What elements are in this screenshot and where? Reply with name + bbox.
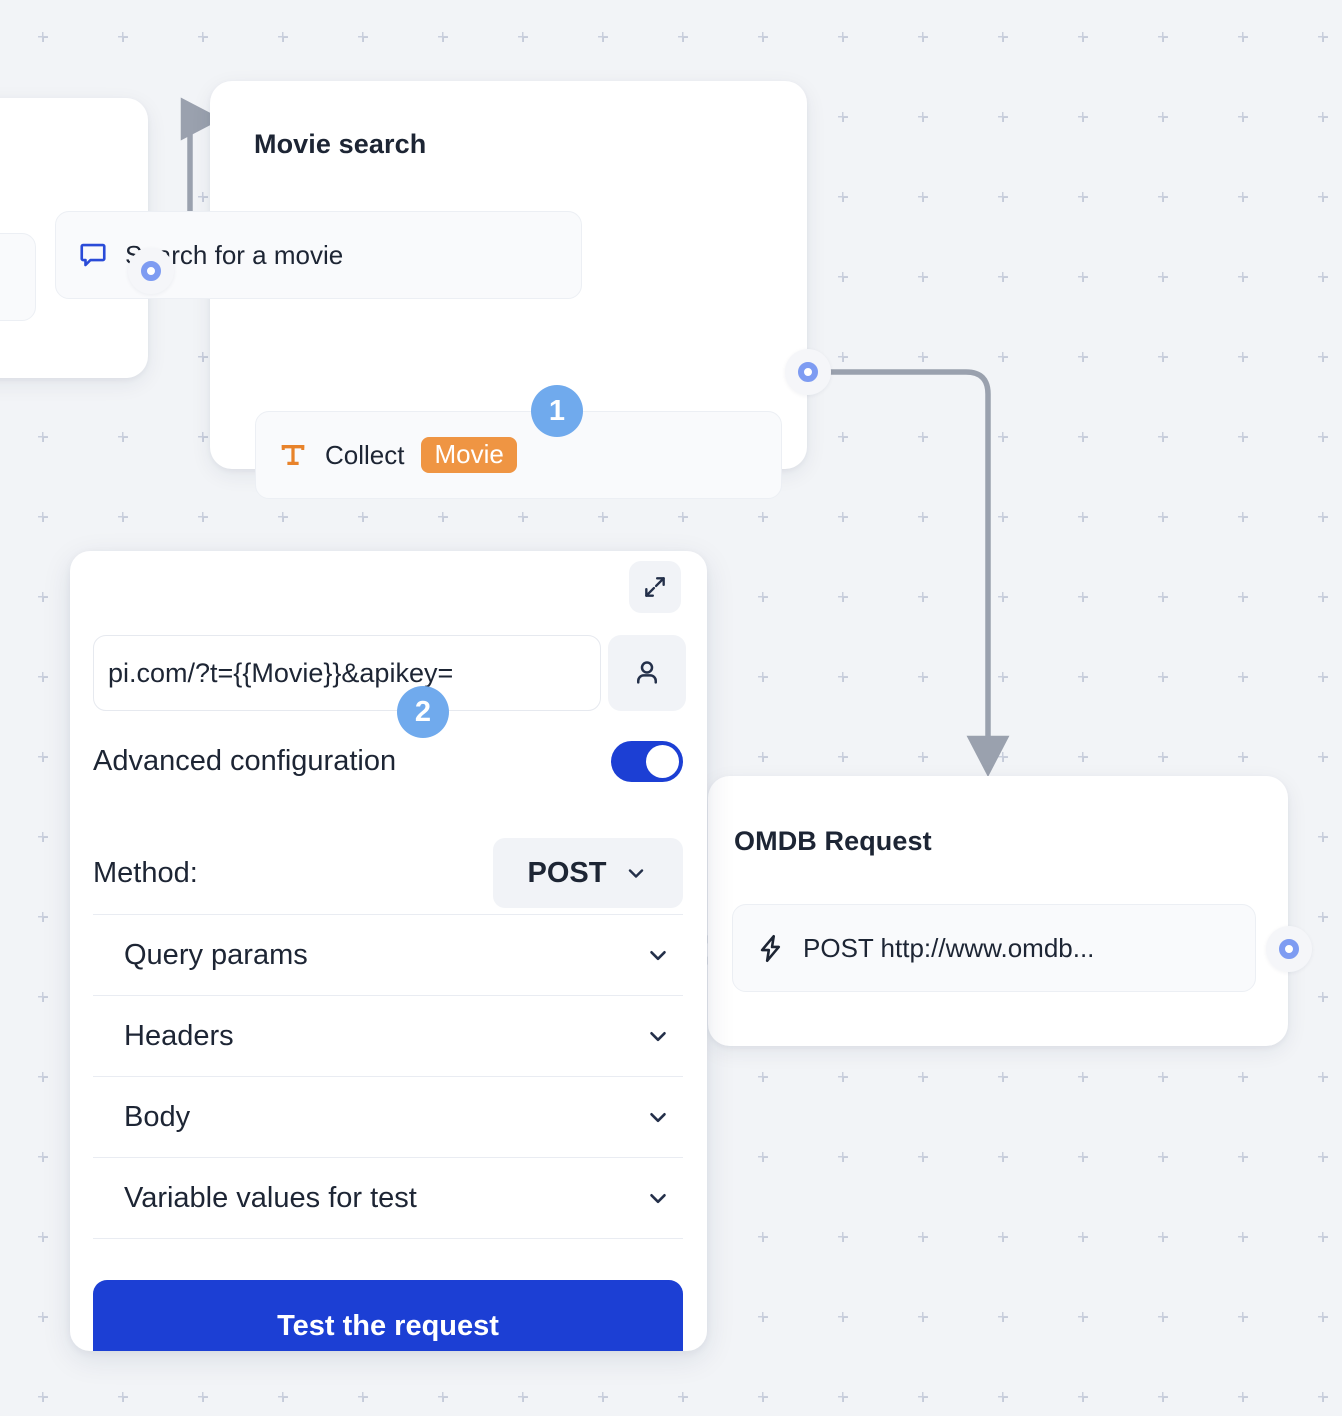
method-row: Method: POST	[93, 838, 683, 908]
omdb-request-row-post-label: POST http://www.omdb...	[803, 932, 1095, 963]
accordion-label-headers: Headers	[124, 1019, 234, 1052]
advanced-configuration-label: Advanced configuration	[93, 745, 397, 777]
chevron-down-icon[interactable]	[645, 1185, 671, 1211]
connector-port-previous[interactable]	[128, 248, 174, 294]
request-url-input[interactable]	[93, 635, 601, 711]
connector-port-movie-search-out[interactable]	[785, 349, 831, 395]
chevron-down-icon[interactable]	[645, 1104, 671, 1130]
test-the-request-button[interactable]: Test the request	[93, 1280, 683, 1351]
chevron-down-icon	[624, 861, 648, 885]
step-badge-1: 1	[531, 385, 583, 437]
step-badge-2: 2	[397, 686, 449, 738]
advanced-configuration-toggle[interactable]	[611, 741, 683, 782]
accordion-label-query-params: Query params	[124, 938, 308, 971]
method-label: Method:	[93, 856, 198, 889]
accordion-item-query-params[interactable]: Query params	[93, 915, 683, 996]
omdb-request-title: OMDB Request	[734, 826, 932, 856]
expand-panel-button[interactable]	[629, 561, 681, 613]
request-url-row[interactable]	[93, 635, 686, 711]
omdb-request-row-post[interactable]: POST http://www.omdb...	[732, 904, 1256, 992]
accordion-label-body: Body	[124, 1100, 191, 1133]
text-type-icon	[278, 440, 308, 470]
edge-movie-to-omdb	[826, 369, 1010, 777]
accordion-item-headers[interactable]: Headers	[93, 996, 683, 1077]
request-auth-button[interactable]	[608, 635, 686, 711]
advanced-configuration-row[interactable]: Advanced configuration	[93, 741, 683, 782]
movie-search-row-collect-label: Collect	[325, 439, 405, 470]
accordion-item-variable-values[interactable]: Variable values for test	[93, 1158, 683, 1239]
accordion-label-variable-values: Variable values for test	[124, 1181, 417, 1214]
movie-search-node[interactable]: Movie search Search for a movie Collect	[55, 81, 807, 499]
request-accordion: Query params Headers Body Variable value…	[93, 914, 683, 1239]
user-person-icon	[632, 658, 662, 688]
previous-node-row[interactable]	[0, 233, 36, 321]
lightning-bolt-icon	[755, 933, 786, 964]
method-select[interactable]: POST	[493, 838, 683, 908]
accordion-item-body[interactable]: Body	[93, 1077, 683, 1158]
movie-search-title: Movie search	[254, 129, 427, 159]
variable-chip-movie[interactable]: Movie	[421, 437, 517, 473]
message-bubble-icon	[78, 240, 108, 270]
connector-port-omdb-out[interactable]	[1266, 926, 1312, 972]
movie-search-row-collect[interactable]: Collect Movie	[255, 411, 782, 499]
request-config-panel[interactable]: Advanced configuration Method: POST Quer…	[70, 551, 707, 1351]
expand-diagonal-icon	[642, 574, 668, 600]
chevron-down-icon[interactable]	[645, 942, 671, 968]
omdb-request-node[interactable]: OMDB Request POST http://www.omdb...	[708, 776, 1288, 1046]
chevron-down-icon[interactable]	[645, 1023, 671, 1049]
method-select-value: POST	[527, 856, 607, 889]
